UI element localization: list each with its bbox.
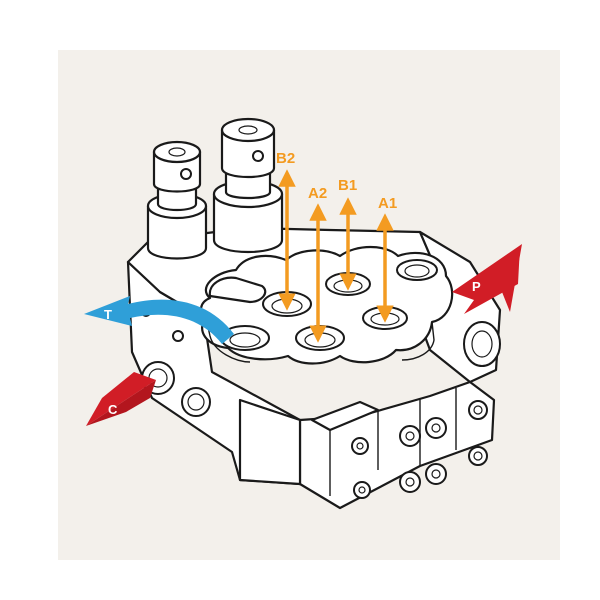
carry-over-flow: C — [86, 372, 156, 426]
port-arrows: B2 A2 B1 A1 — [276, 150, 397, 343]
label-b1: B1 — [338, 177, 357, 194]
carry-over-arrow — [86, 372, 156, 426]
label-a2: A2 — [308, 185, 327, 202]
spool-left — [146, 140, 208, 260]
nut-group — [351, 400, 488, 499]
spool-right — [212, 117, 284, 254]
pressure-arrow-shape — [452, 244, 522, 312]
label-tank: T — [104, 307, 112, 322]
tank-flow: T — [84, 296, 234, 344]
label-carry-over: C — [108, 402, 118, 417]
label-pressure: P — [472, 279, 481, 294]
label-a1: A1 — [378, 195, 397, 212]
label-b2: B2 — [276, 150, 295, 167]
tank-arrow — [84, 296, 234, 344]
pressure-flow: P — [452, 244, 522, 314]
